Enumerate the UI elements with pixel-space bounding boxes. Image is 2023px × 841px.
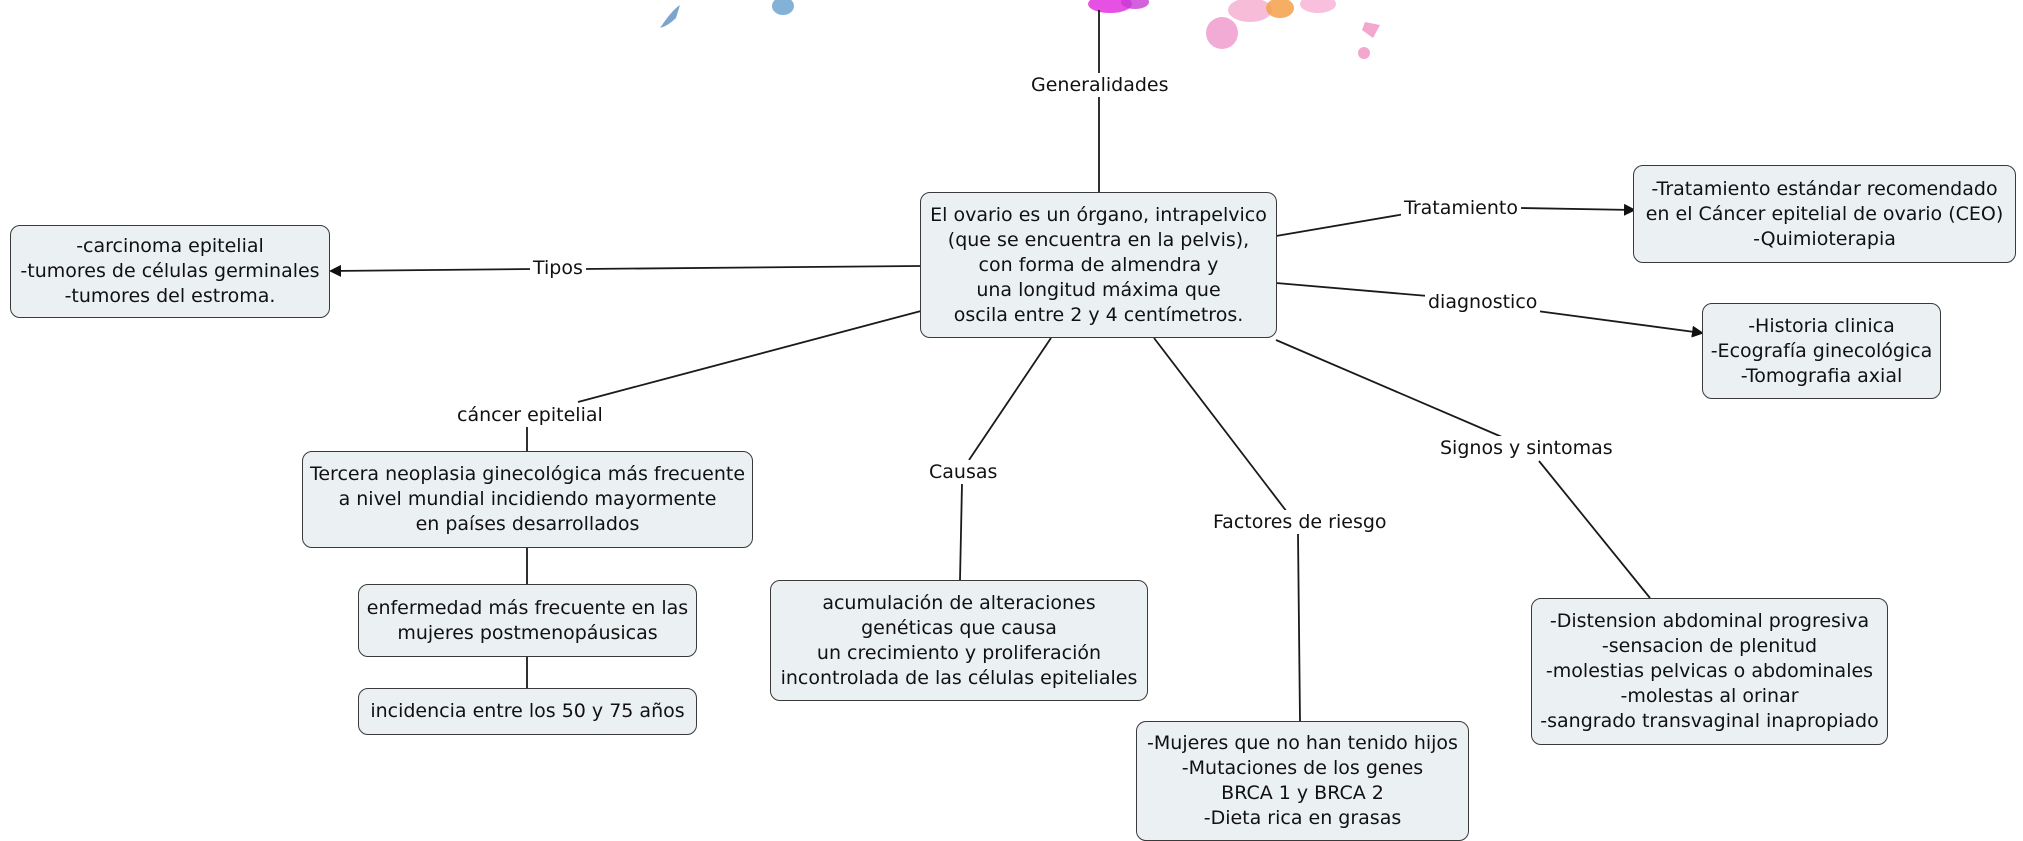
label-tratamiento: Tratamiento: [1401, 196, 1521, 220]
causas-node: acumulación de alteraciones genéticas qu…: [770, 580, 1148, 701]
tercera-neoplasia-node: Tercera neoplasia ginecológica más frecu…: [302, 451, 753, 548]
tipos-node: -carcinoma epitelial -tumores de células…: [10, 225, 330, 318]
label-causas: Causas: [926, 460, 1001, 484]
diagnostico-node: -Historia clinica -Ecografía ginecológic…: [1702, 303, 1941, 399]
tratamiento-node: -Tratamiento estándar recomendado en el …: [1633, 165, 2016, 263]
factores-riesgo-node: -Mujeres que no han tenido hijos -Mutaci…: [1136, 721, 1469, 841]
enfermedad-frecuente-node: enfermedad más frecuente en las mujeres …: [358, 584, 697, 657]
label-factores-riesgo: Factores de riesgo: [1210, 510, 1390, 534]
incidencia-node: incidencia entre los 50 y 75 años: [358, 688, 697, 735]
center-node: El ovario es un órgano, intrapelvico (qu…: [920, 192, 1277, 338]
label-generalidades: Generalidades: [1028, 73, 1172, 97]
label-cancer-epitelial: cáncer epitelial: [454, 403, 606, 427]
connectors: [329, 10, 1704, 722]
label-diagnostico: diagnostico: [1425, 290, 1541, 314]
label-signos-sintomas: Signos y sintomas: [1437, 436, 1616, 460]
label-tipos: Tipos: [530, 256, 586, 280]
signos-sintomas-node: -Distension abdominal progresiva -sensac…: [1531, 598, 1888, 745]
top-decorative-image: [660, 0, 1380, 59]
